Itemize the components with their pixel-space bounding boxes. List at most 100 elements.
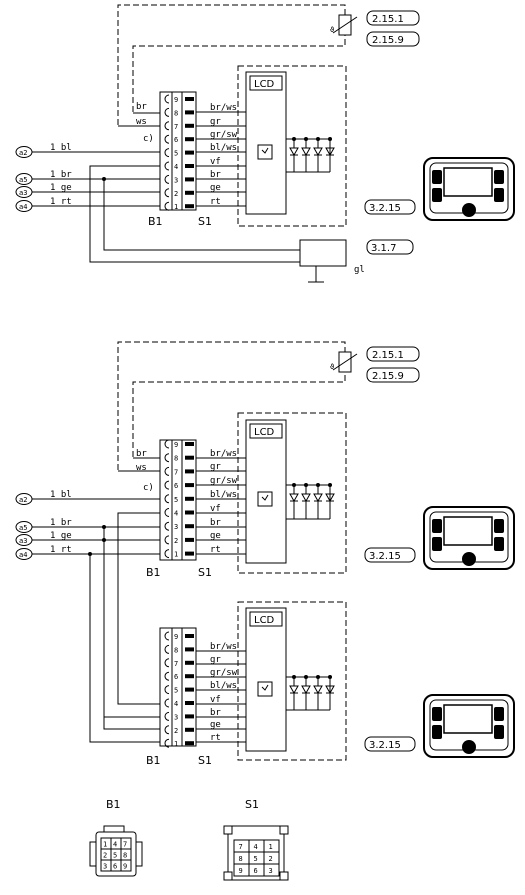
pin-number: 1	[174, 203, 178, 211]
pin-blade	[185, 164, 194, 168]
pin-number: 4	[174, 163, 178, 171]
terminal-a4-b: a4	[15, 548, 33, 560]
pin-number: 8	[174, 455, 178, 463]
svg-text:ws: ws	[136, 463, 147, 473]
svg-text:br: br	[210, 518, 221, 528]
svg-text:2.15.1: 2.15.1	[372, 350, 404, 361]
svg-text:vf: vf	[210, 695, 221, 705]
pin-number: 3	[174, 176, 178, 184]
svg-text:a3: a3	[19, 189, 27, 197]
pin-cell-number: 5	[113, 852, 117, 860]
svg-text:ge: ge	[210, 531, 221, 541]
connector-b1-strip-3	[159, 627, 183, 747]
pin-number: 4	[174, 700, 178, 708]
svg-text:1 ge: 1 ge	[50, 183, 72, 193]
pin-number: 7	[174, 123, 178, 131]
svg-text:rt: rt	[210, 545, 221, 555]
pin-number: 7	[174, 660, 178, 668]
svg-text:gr: gr	[210, 655, 221, 665]
pin-blade	[185, 483, 194, 488]
led-5	[289, 483, 299, 519]
pin-blade	[185, 551, 194, 556]
pin-contact	[164, 453, 170, 463]
pin-contact	[164, 521, 170, 531]
svg-text:3.2.15: 3.2.15	[369, 740, 401, 751]
section-1: ϑ 2.15.1 2.15.9 br ws c) a2 a5 a3	[15, 4, 515, 283]
pin-contact	[164, 480, 170, 490]
svg-text:br/ws: br/ws	[210, 103, 237, 113]
led-7	[313, 483, 323, 519]
pin-contact	[164, 94, 170, 104]
pin-number: 9	[174, 96, 178, 104]
pin-blade	[185, 660, 194, 665]
svg-text:1 br: 1 br	[50, 170, 72, 180]
pin-cell-number: 3	[269, 867, 273, 875]
pin-cell-number: 2	[269, 855, 273, 863]
pin-contact	[164, 508, 170, 517]
terminal-a5: a5	[15, 173, 33, 185]
pin-number: 2	[174, 537, 178, 545]
svg-text:LCD: LCD	[254, 79, 275, 90]
pin-cell-number: 9	[123, 863, 127, 871]
svg-text:2.15.9: 2.15.9	[372, 35, 404, 46]
svg-text:a2: a2	[19, 149, 27, 157]
pin-cell-number: 1	[103, 841, 107, 849]
svg-text:ge: ge	[210, 183, 221, 193]
display-device-1	[423, 157, 515, 221]
pin-contact	[164, 188, 170, 198]
svg-text:LCD: LCD	[254, 615, 275, 626]
pin-contact	[164, 494, 170, 504]
pin-cell-number: 9	[239, 867, 243, 875]
pin-blade	[185, 496, 194, 501]
ref-tag-3-1-7: 3.1.7	[366, 239, 414, 255]
svg-text:B1: B1	[148, 215, 163, 228]
ref-tag-3-2-15-c: 3.2.15	[364, 736, 416, 752]
pin-cell-number: 8	[239, 855, 243, 863]
pin-number: 9	[174, 633, 178, 641]
svg-text:gr: gr	[210, 462, 221, 472]
pin-contact	[164, 671, 170, 681]
pin-number: 6	[174, 673, 178, 681]
led-12	[325, 675, 335, 695]
pin-cell-number: 1	[269, 843, 273, 851]
svg-text:rt: rt	[210, 197, 221, 207]
pin-number: 8	[174, 646, 178, 654]
pin-blade	[185, 634, 194, 638]
pin-contact	[164, 148, 170, 158]
svg-text:1 bl: 1 bl	[50, 143, 72, 153]
pin-blade	[185, 537, 194, 542]
svg-text:1 rt: 1 rt	[50, 197, 72, 207]
terminal-a2-b: a2	[15, 493, 33, 505]
pin-contact	[164, 466, 170, 476]
display-device-3	[423, 694, 515, 758]
pin-number: 5	[174, 687, 178, 695]
svg-text:a3: a3	[19, 537, 27, 545]
pin-number: 3	[174, 523, 178, 531]
pin-contact	[164, 685, 170, 695]
svg-text:B1: B1	[106, 798, 121, 811]
svg-text:2.15.1: 2.15.1	[372, 14, 404, 25]
pin-number: 7	[174, 468, 178, 476]
pin-number: 1	[174, 551, 178, 559]
pin-cell-number: 8	[123, 852, 127, 860]
terminal-a3-b: a3	[15, 534, 33, 546]
pin-blade	[185, 137, 194, 142]
pin-contact	[164, 107, 170, 117]
ref-tag-2-15-1: 2.15.1	[366, 10, 420, 26]
svg-text:ge: ge	[210, 720, 221, 730]
svg-text:1 bl: 1 bl	[50, 490, 72, 500]
svg-text:br: br	[136, 449, 147, 459]
svg-text:br/ws: br/ws	[210, 642, 237, 652]
led-2	[301, 137, 311, 172]
pin-contact	[164, 549, 170, 559]
pin-number: 4	[174, 510, 178, 518]
led-4	[325, 137, 335, 157]
svg-text:a4: a4	[19, 203, 27, 211]
pin-blade	[185, 455, 194, 460]
led-8	[325, 483, 335, 503]
pin-cell-number: 7	[123, 841, 127, 849]
pin-blade	[185, 190, 194, 195]
pin-contact	[164, 644, 170, 654]
pin-blade	[185, 741, 194, 746]
svg-text:S1: S1	[198, 754, 212, 767]
